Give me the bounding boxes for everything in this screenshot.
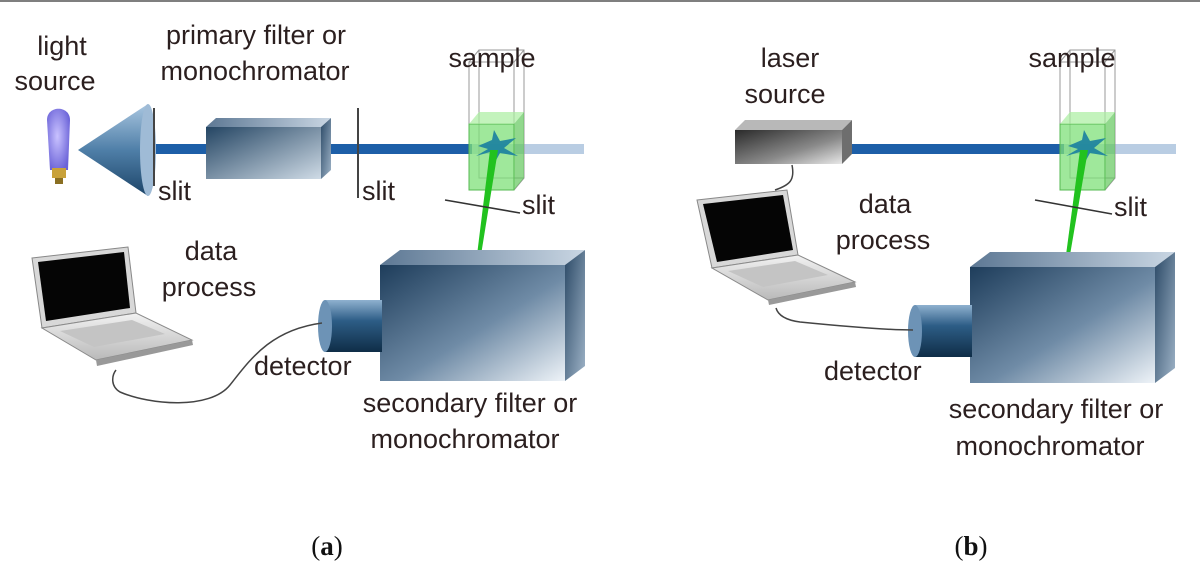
slit-label-2: slit xyxy=(362,176,395,206)
data-process-label-line1: data xyxy=(185,236,239,266)
data-process-label-line2: process xyxy=(162,272,257,302)
primary-filter-label-line2: monochromator xyxy=(160,56,349,86)
panel-b-caption: (b) xyxy=(954,531,987,561)
emission-beam-b xyxy=(1066,150,1088,255)
data-cable-b xyxy=(775,307,914,331)
panel-a-caption: (a) xyxy=(311,531,343,561)
scatter-burst-b xyxy=(1066,130,1108,164)
secondary-filter-label-line2: monochromator xyxy=(370,424,559,454)
data-process-label-line2-b: process xyxy=(836,225,931,255)
laptop-icon xyxy=(31,246,194,366)
detector-slit-b xyxy=(1034,199,1113,215)
slit-label-1: slit xyxy=(158,176,191,206)
laser-beam xyxy=(848,144,1064,154)
laser-source-label-line1: laser xyxy=(761,43,820,73)
secondary-filter-label-line1: secondary filter or xyxy=(363,388,578,418)
light-source-label-line1: light xyxy=(37,31,87,61)
panel-a: light source primary filter or monochrom… xyxy=(14,20,585,561)
scatter-burst xyxy=(476,130,518,164)
slit-label-3: slit xyxy=(522,190,555,220)
sample-label-b: sample xyxy=(1028,43,1115,73)
transmitted-beam xyxy=(472,144,584,154)
primary-filter-label-line1: primary filter or xyxy=(166,20,346,50)
detector-cylinder xyxy=(318,300,382,352)
condenser-cone xyxy=(78,104,148,196)
secondary-monochromator-b xyxy=(970,252,1175,383)
laser-source-label-line2: source xyxy=(744,79,825,109)
panel-b: laser source sample slit data process de… xyxy=(696,43,1176,561)
transmitted-beam-b xyxy=(1064,144,1176,154)
slit-label-b: slit xyxy=(1114,192,1147,222)
primary-monochromator xyxy=(206,118,331,179)
laser-cable xyxy=(774,164,794,191)
light-bulb-icon xyxy=(47,108,70,184)
light-source-label-line2: source xyxy=(14,66,95,96)
secondary-filter-label-line1-b: secondary filter or xyxy=(949,394,1164,424)
detector-slit xyxy=(444,199,521,214)
detector-label: detector xyxy=(254,351,352,381)
secondary-filter-label-line2-b: monochromator xyxy=(955,431,1144,461)
emission-beam xyxy=(477,150,498,255)
data-process-label-line1-b: data xyxy=(859,189,913,219)
detector-label-b: detector xyxy=(824,356,922,386)
laser-source-box xyxy=(735,120,852,164)
data-cable xyxy=(112,322,323,404)
secondary-monochromator xyxy=(380,250,585,381)
laptop-icon-b xyxy=(696,189,857,305)
sample-label: sample xyxy=(448,43,535,73)
detector-cylinder-b xyxy=(908,305,972,357)
